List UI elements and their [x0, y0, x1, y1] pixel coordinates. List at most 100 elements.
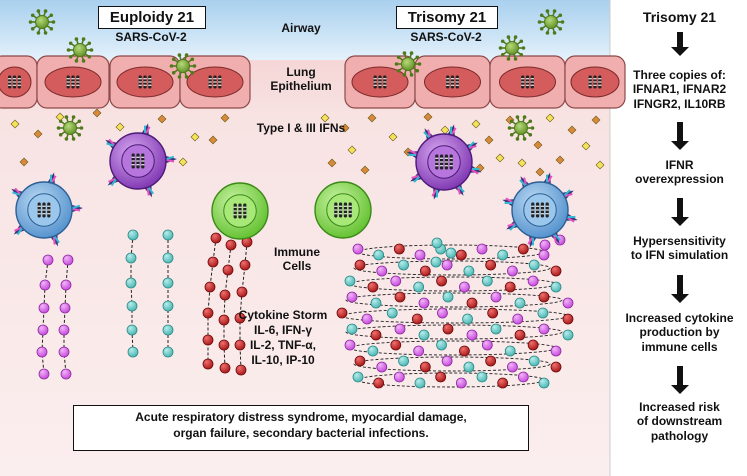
cytokine [344, 275, 356, 287]
epithelial-cell [0, 55, 38, 109]
sars-cov-2-virus [66, 37, 94, 63]
chromosome-set [435, 154, 453, 170]
cytokine [390, 339, 402, 351]
cytokine [418, 297, 430, 309]
virus-label-right: SARS-CoV-2 [410, 30, 482, 44]
cytokine [528, 355, 540, 367]
cytokine-chain [234, 236, 253, 376]
cytokine [507, 361, 518, 373]
cytokine [490, 291, 502, 303]
cytokine [455, 249, 467, 261]
ifn-particle [495, 153, 505, 163]
flow-step-1-line-3: IFNGR2, IL10RB [633, 96, 726, 111]
cytokine [463, 265, 475, 277]
chromosome-set [131, 153, 145, 169]
cytokine [38, 302, 50, 314]
cytokine [550, 345, 562, 357]
cytokine [398, 355, 409, 367]
cytokine [204, 281, 216, 293]
cytokine [162, 277, 174, 289]
chromosome-set [531, 202, 549, 218]
cytokine [517, 243, 529, 255]
cytokine [126, 324, 138, 336]
virus-label-left: SARS-CoV-2 [115, 30, 187, 44]
ifn-particle [33, 129, 43, 139]
ifn-particle [360, 165, 370, 175]
cytokine [376, 265, 388, 277]
ifn-particle [157, 114, 167, 124]
cytokine [466, 297, 478, 309]
cytokine [550, 281, 562, 293]
cytokine [393, 371, 405, 383]
flow-down-arrow [671, 275, 689, 303]
cytokine [436, 275, 447, 287]
immune-cell-blue [11, 172, 83, 247]
cytokine-chain [125, 229, 139, 358]
cytokine [462, 313, 473, 325]
cytokine [336, 307, 348, 319]
chromosome-set [37, 202, 51, 218]
cytokine-chain [162, 229, 174, 358]
cytokine [38, 368, 50, 380]
outcome-line-2: organ failure, secondary bacterial infec… [173, 426, 429, 441]
cytokine [210, 232, 222, 244]
storm-ring [345, 292, 563, 308]
flow-down-arrow [671, 366, 689, 394]
flow-arrows [671, 32, 689, 394]
flow-step-4-line-2: production by [639, 325, 720, 340]
cytokine [352, 371, 364, 383]
chromosome-set [521, 75, 534, 89]
immune-cell-nucleus [326, 193, 360, 227]
cytokine [436, 339, 447, 351]
cytokine [58, 324, 70, 336]
ifn-particle [591, 115, 601, 125]
cytokine [538, 323, 550, 335]
cytokine-chain [202, 232, 222, 370]
cytokine [487, 307, 499, 319]
cytokine [562, 329, 574, 341]
ifn-particle [190, 132, 200, 142]
ifn-particle [423, 112, 433, 122]
cytokine [497, 377, 509, 389]
epithelial-cell [36, 55, 110, 109]
ifn-particle [115, 122, 125, 132]
cytokine [504, 281, 516, 293]
euploidy-label: Euploidy 21 [109, 9, 195, 26]
storm-ring [353, 260, 551, 276]
cytokine [393, 243, 405, 255]
storm-line-2: IL-6, IFN-γ [253, 323, 312, 337]
lung-label-line2: Epithelium [270, 78, 332, 93]
ifn-particle [367, 113, 377, 123]
cytokine-storm-cloud [336, 234, 574, 389]
cytokine [346, 291, 358, 303]
flow-down-arrow [671, 122, 689, 150]
cytokine [42, 254, 54, 266]
chromosome-set [8, 75, 21, 89]
cytokine [418, 329, 430, 341]
cytokine [39, 279, 51, 291]
epithelial-cell [414, 55, 491, 109]
cytokine [37, 324, 49, 336]
cytokine [562, 297, 574, 309]
cytokine [437, 307, 448, 319]
cytokine [202, 358, 214, 370]
flow-step-5-line-3: pathology [650, 428, 709, 443]
cytokine [126, 300, 138, 312]
immune-cell-purple [406, 124, 482, 200]
ifn-particle [19, 157, 29, 167]
flow-step-2: IFNR overexpression [612, 158, 747, 187]
cytokine [455, 377, 467, 389]
ifn-particle [555, 155, 565, 165]
cytokine [60, 368, 72, 380]
flow-step-1-line-1: Three copies of: [633, 68, 726, 82]
cytokine [528, 259, 540, 271]
ifn-particle [178, 157, 188, 167]
cytokine [538, 377, 550, 389]
chromosome-set [138, 75, 152, 89]
cytokine [367, 281, 379, 293]
cytokine [419, 265, 431, 277]
cytokine [463, 361, 475, 373]
flow-step-5-line-2: of downstream [636, 414, 723, 429]
ifn-particle [484, 135, 494, 145]
